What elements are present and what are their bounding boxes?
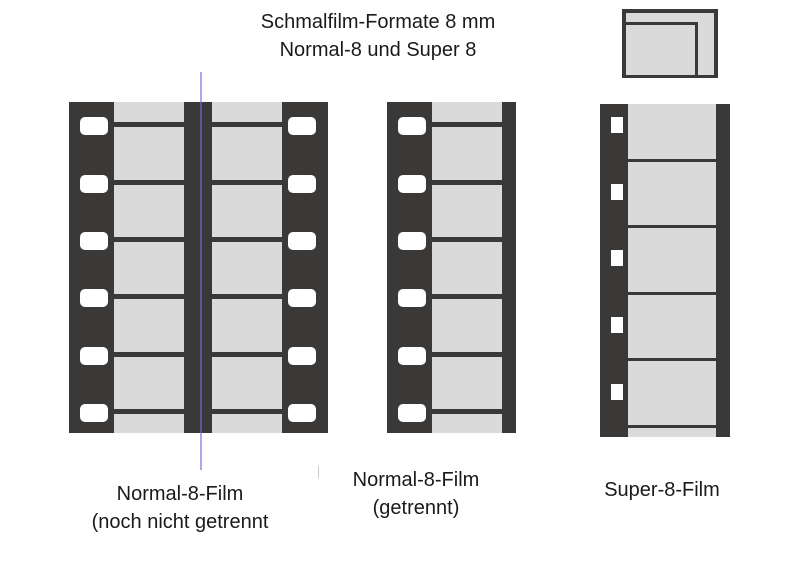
perforation-hole (288, 404, 316, 422)
frame-separator (432, 294, 502, 299)
frame-separator (432, 409, 502, 414)
frame-separator (432, 180, 502, 185)
frame-separator (432, 237, 502, 242)
perforation-hole (80, 347, 108, 365)
frame-separator (212, 237, 282, 242)
frame-separator (114, 180, 184, 185)
label-film1-line-1: Normal-8-Film (116, 483, 244, 505)
frame-separator (114, 352, 184, 357)
perforation-hole (288, 289, 316, 307)
frame-separator (432, 122, 502, 127)
title: Schmalfilm-Formate 8 mm Normal-8 und Sup… (218, 8, 538, 64)
frame-separator (212, 180, 282, 185)
frame-separator (212, 352, 282, 357)
perforation-hole (288, 175, 316, 193)
frame-separator (212, 122, 282, 127)
perforation-hole (288, 232, 316, 250)
perforation-hole (80, 232, 108, 250)
normal8-frame-area (626, 25, 695, 75)
perforation-hole (288, 117, 316, 135)
label-film2-line-2: (getrennt) (372, 497, 460, 519)
film2-frames (432, 102, 502, 433)
perforation-hole (80, 175, 108, 193)
perforation-hole (80, 404, 108, 422)
perforation-hole (398, 117, 426, 135)
frame-separator (212, 294, 282, 299)
title-line-2: Normal-8 und Super 8 (279, 39, 477, 61)
tick-mark (318, 466, 319, 478)
label-film2-line-1: Normal-8-Film (352, 469, 480, 491)
frame-separator (114, 409, 184, 414)
frame-separator (114, 122, 184, 127)
frame-separator (628, 358, 716, 361)
label-film3-line-1: Super-8-Film (604, 479, 720, 501)
perforation-hole (398, 347, 426, 365)
perforation-hole (398, 175, 426, 193)
label-film1-line-2: (noch nicht getrennt (91, 511, 269, 533)
perforation-hole (611, 184, 623, 200)
perforation-hole (611, 250, 623, 266)
perforation-hole (398, 232, 426, 250)
label-film3: Super-8-Film (572, 476, 752, 504)
frame-separator (212, 409, 282, 414)
frame-separator (628, 159, 716, 162)
frame-separator (628, 225, 716, 228)
perforation-hole (611, 117, 623, 133)
film1-frames-left (114, 102, 184, 433)
perforation-hole (611, 317, 623, 333)
perforation-hole (288, 347, 316, 365)
perforation-hole (398, 289, 426, 307)
frame-separator (628, 292, 716, 295)
frame-separator (114, 294, 184, 299)
perforation-hole (611, 384, 623, 400)
film3-frames (628, 104, 716, 437)
frame-separator (114, 237, 184, 242)
film1-strip (69, 102, 328, 433)
frame-separator (432, 352, 502, 357)
film1-frames-right (212, 102, 282, 433)
perforation-hole (80, 289, 108, 307)
label-film2: Normal-8-Film (getrennt) (326, 466, 506, 522)
perforation-hole (80, 117, 108, 135)
frame-separator (628, 425, 716, 428)
title-line-1: Schmalfilm-Formate 8 mm (260, 11, 496, 33)
label-film1: Normal-8-Film (noch nicht getrennt (60, 480, 300, 536)
perforation-hole (398, 404, 426, 422)
